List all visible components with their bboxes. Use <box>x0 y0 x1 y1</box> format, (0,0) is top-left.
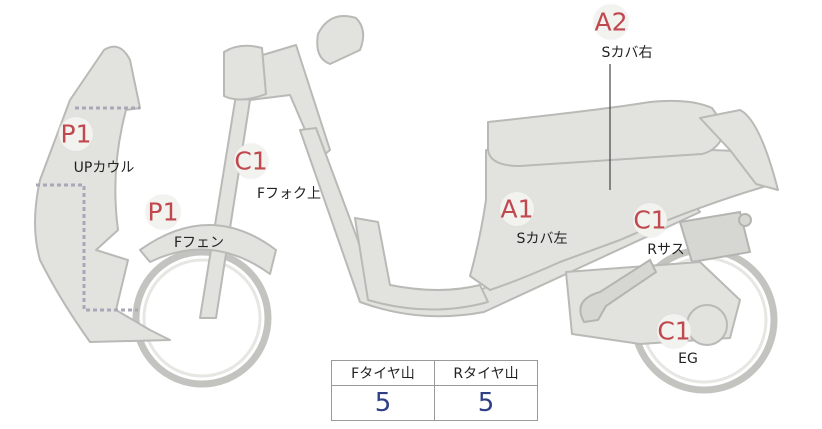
tire-tread-header-row: Fタイヤ山 Rタイヤ山 <box>331 360 538 386</box>
zone-label-front-fender: Fフェン <box>173 235 225 251</box>
rear-tail <box>699 109 779 191</box>
zone-marker-a2-cover-right <box>594 5 628 39</box>
front-fork <box>199 94 251 319</box>
zone-label-side-cover-right: Sカバ右 <box>601 45 653 61</box>
front-wheel <box>132 248 272 388</box>
engine-exhaust <box>579 258 658 324</box>
zone-marker-p1-fender <box>146 195 180 229</box>
front-fender <box>139 224 277 275</box>
zone-code-a2-cover-right: A2 <box>594 7 628 37</box>
zone-code-c1-rear-sus: C1 <box>633 205 667 235</box>
zone-label-rear-suspension: Rサス <box>647 242 685 258</box>
suspension-mount <box>738 213 752 227</box>
zone-marker-c1-engine <box>657 314 691 348</box>
zone-label-side-cover-left: Sカバ左 <box>516 231 568 247</box>
zone-label-front-fork-upper: Fフォク上 <box>256 186 322 202</box>
zone-code-p1-cowl: P1 <box>60 119 92 149</box>
zone-code-c1-fork: C1 <box>234 146 268 176</box>
zone-code-p1-fender: P1 <box>147 197 179 227</box>
rear-hub <box>686 304 728 346</box>
front-cowl <box>34 45 171 343</box>
zone-marker-c1-rear-sus <box>633 203 667 237</box>
zone-marker-c1-fork <box>234 144 268 178</box>
zone-marker-a1-cover-left <box>500 192 534 226</box>
zone-code-a1-cover-left: A1 <box>500 194 534 224</box>
rear-tire-tread-header: Rタイヤ山 <box>434 360 538 386</box>
tire-tread-table: Fタイヤ山 Rタイヤ山 5 5 <box>331 360 538 421</box>
front-tire-tread-value: 5 <box>331 385 435 421</box>
rear-suspension <box>678 210 752 264</box>
zone-label-up-cowl: UPカウル <box>73 160 135 176</box>
tire-tread-value-row: 5 5 <box>331 385 538 421</box>
front-tire-tread-header: Fタイヤ山 <box>331 360 435 386</box>
floor-board <box>354 217 489 311</box>
rear-tire-tread-value: 5 <box>434 385 538 421</box>
zone-marker-p1-cowl <box>59 117 93 151</box>
cowl-zone-divider <box>36 183 138 312</box>
seat <box>487 99 727 167</box>
zone-label-engine: EG <box>678 351 698 367</box>
headlight <box>223 44 267 101</box>
zone-code-c1-engine: C1 <box>657 316 691 346</box>
handlebar-grip <box>316 15 365 65</box>
